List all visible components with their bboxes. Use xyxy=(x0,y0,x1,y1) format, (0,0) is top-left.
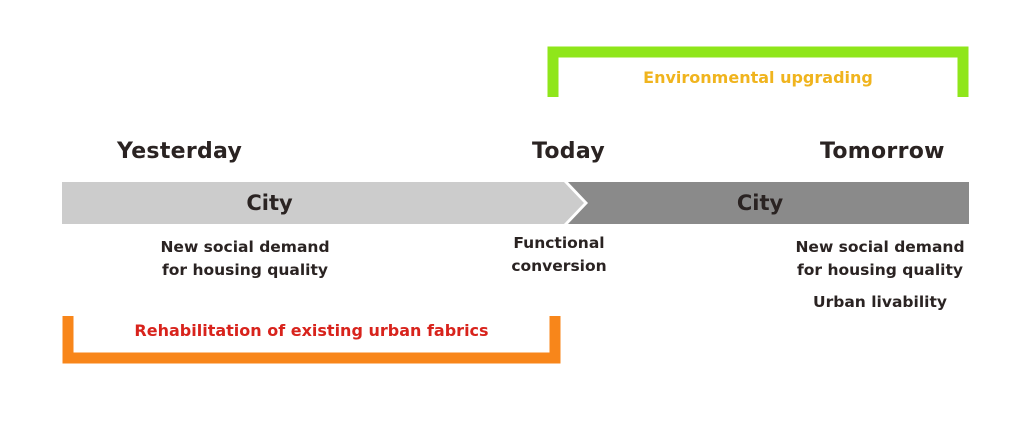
tomorrow-note-line-3: Urban livability xyxy=(813,293,947,311)
tomorrow-note: New social demand for housing quality Ur… xyxy=(770,236,990,314)
rehabilitation-bracket xyxy=(62,316,561,364)
era-yesterday: Yesterday xyxy=(117,139,243,164)
today-note-line-2: conversion xyxy=(511,257,607,275)
yesterday-note-line-1: New social demand xyxy=(160,238,330,256)
today-note: Functional conversion xyxy=(489,232,629,278)
tomorrow-note-line-2: for housing quality xyxy=(797,261,963,279)
environmental-bracket xyxy=(547,46,969,97)
era-tomorrow: Tomorrow xyxy=(820,139,945,164)
timeline-past-label: City xyxy=(246,191,293,215)
future-timeline-bar xyxy=(568,182,969,224)
today-note-line-1: Functional xyxy=(513,234,605,252)
yesterday-note: New social demand for housing quality xyxy=(125,236,365,282)
environmental-upgrading-label: Environmental upgrading xyxy=(643,68,873,87)
yesterday-note-line-2: for housing quality xyxy=(162,261,328,279)
timeline-future-label: City xyxy=(736,191,784,215)
past-timeline-arrow xyxy=(62,182,584,224)
era-today: Today xyxy=(532,139,605,164)
rehabilitation-label: Rehabilitation of existing urban fabrics xyxy=(134,321,489,340)
tomorrow-note-line-1: New social demand xyxy=(795,238,965,256)
